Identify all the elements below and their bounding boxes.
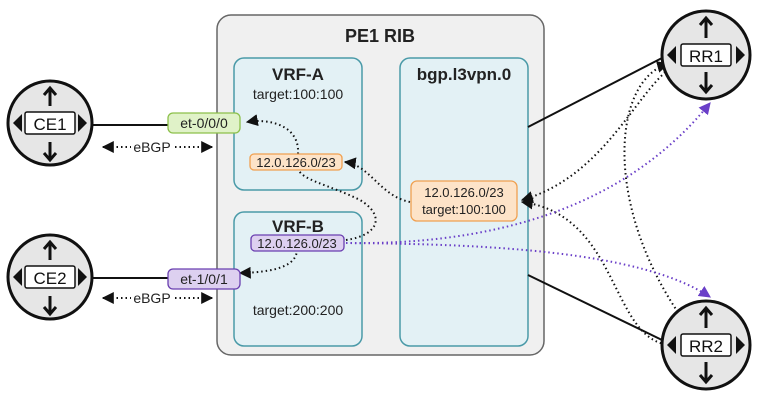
pe1-rib-title: PE1 RIB — [345, 26, 415, 46]
router-side-arrows-icon — [13, 114, 87, 132]
interface-a-badge — [167, 112, 241, 134]
flow-vrf-b-prefix-to-vrf-a — [297, 167, 377, 241]
flow-rr2-to-bgp — [520, 197, 671, 346]
vrf-b-prefix: 12.0.126.0/23 — [257, 236, 337, 251]
link-pe1-rr1 — [527, 57, 663, 128]
vrf-b-target: target:200:200 — [253, 302, 344, 318]
ebgp-label-bottom: eBGP — [133, 290, 170, 306]
vrf-a-prefix: 12.0.126.0/23 — [256, 155, 336, 170]
router-arrows-icon — [698, 305, 714, 385]
adv-vrf-b-to-rr2 — [345, 242, 711, 298]
bgp-prefix-target: target:100:100 — [422, 202, 506, 217]
ebgp-label-top-bg — [131, 139, 173, 155]
router-side-arrows-icon — [667, 46, 745, 64]
flow-rr1-reflect — [623, 61, 701, 343]
router-ce1: CE1 — [6, 79, 94, 167]
router-ce2: CE2 — [6, 233, 94, 321]
flow-rr1-to-bgp — [520, 61, 681, 203]
router-rr1-label: RR1 — [689, 47, 723, 66]
router-rr1: RR1 — [660, 9, 752, 101]
router-arrows-icon — [698, 15, 714, 95]
vrf-a-target: target:100:100 — [253, 86, 344, 102]
router-ce1-label: CE1 — [33, 115, 66, 134]
bgp-prefix: 12.0.126.0/23 — [424, 185, 504, 200]
router-side-arrows-icon — [13, 268, 87, 286]
router-side-arrows-icon — [667, 336, 745, 354]
router-rr2-label: RR2 — [689, 337, 723, 356]
vrf-a-prefix-badge — [249, 153, 343, 171]
vrf-a-title: VRF-A — [272, 65, 324, 84]
flow-bgp-to-vrf-a-prefix — [343, 157, 411, 203]
router-rr2: RR2 — [660, 299, 752, 391]
interface-b-label: et-1/0/1 — [180, 271, 228, 287]
vrf-b-title: VRF-B — [272, 217, 324, 236]
router-ce2-label: CE2 — [33, 269, 66, 288]
bgp-l3vpn-title: bgp.l3vpn.0 — [417, 65, 511, 84]
router-arrows-icon — [42, 85, 58, 163]
interface-b-badge — [167, 268, 241, 290]
interface-a-label: et-0/0/0 — [180, 115, 228, 131]
router-arrows-icon — [42, 239, 58, 317]
adv-vrf-b-to-rr1 — [345, 102, 711, 245]
ebgp-label-bottom-bg — [131, 290, 173, 306]
ebgp-label-top: eBGP — [133, 139, 170, 155]
vrf-b-prefix-badge — [250, 234, 345, 252]
bgp-prefix-badge — [410, 180, 518, 222]
link-pe1-rr2 — [527, 274, 663, 341]
